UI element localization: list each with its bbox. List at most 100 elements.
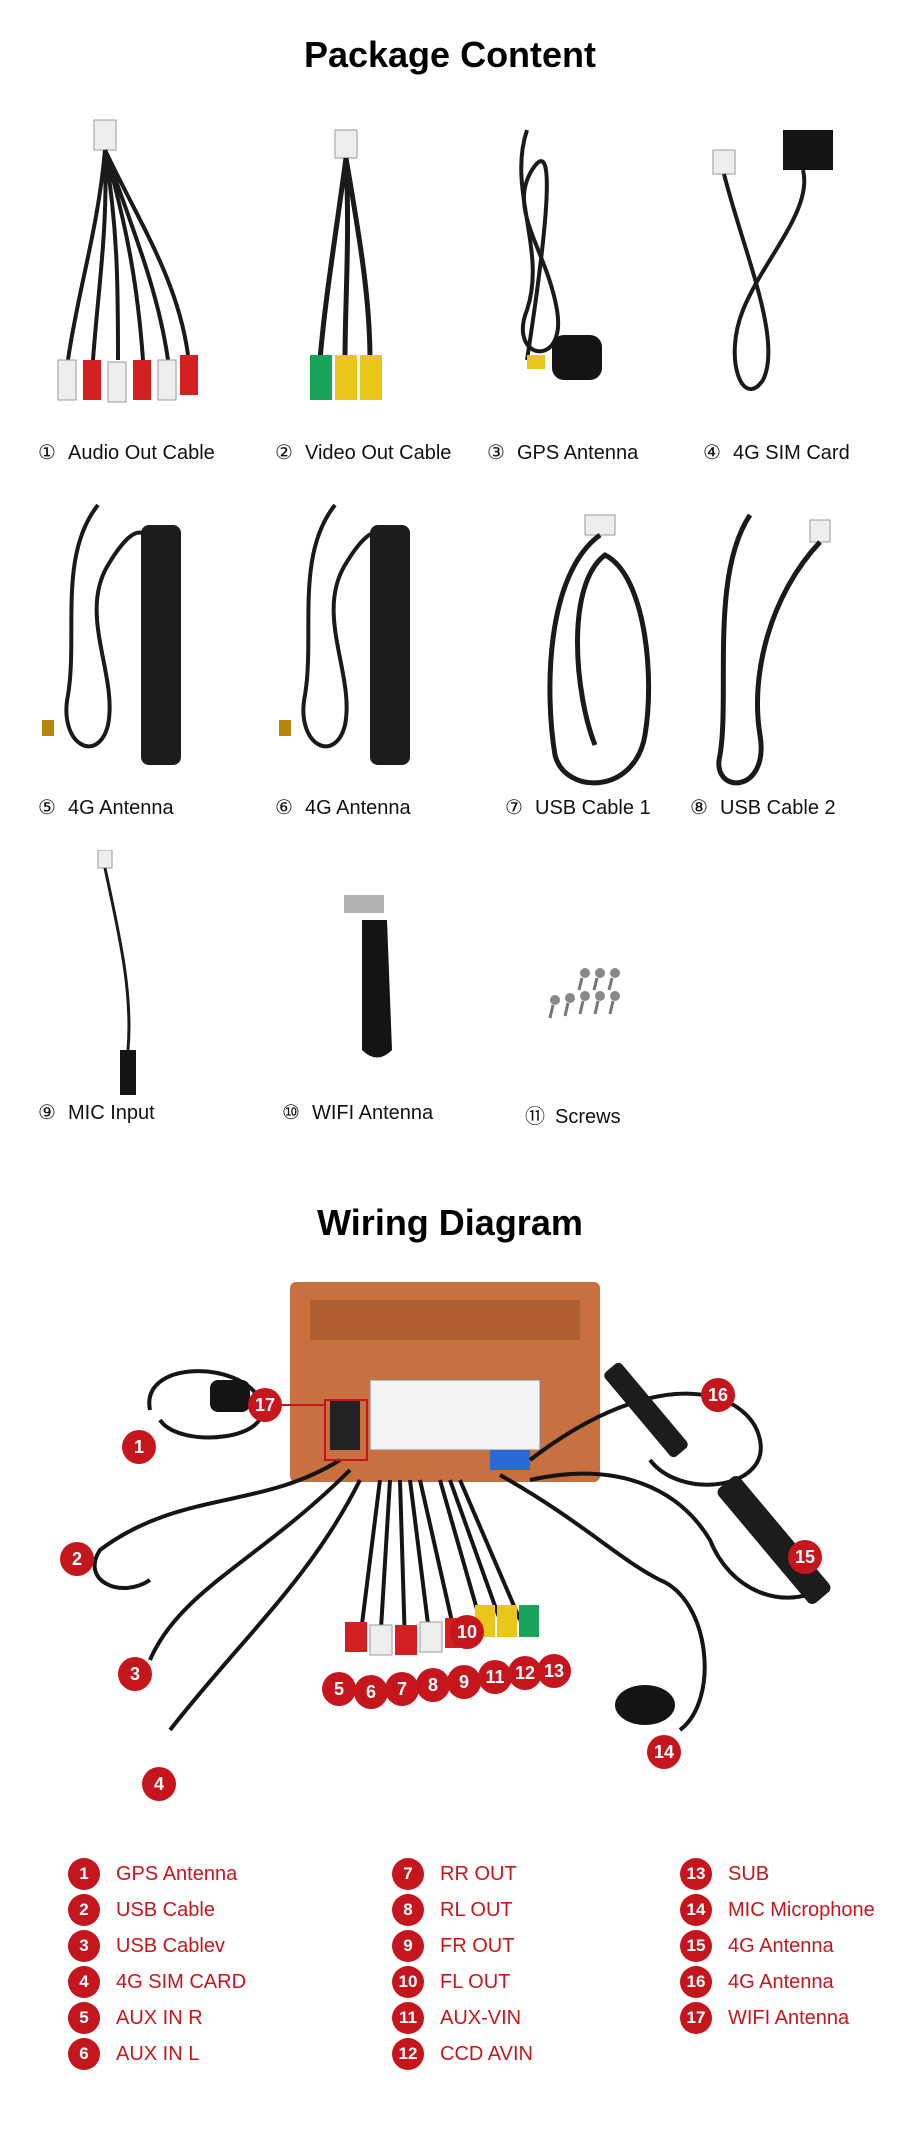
- wiring-diagram-title: Wiring Diagram: [317, 1202, 583, 1243]
- 4g-antenna-image: [42, 503, 181, 765]
- callout-7: 7: [385, 1672, 419, 1706]
- legend-label: FL OUT: [440, 1970, 511, 1993]
- package-item-caption: ⑩ WIFI Antenna: [282, 1100, 433, 1125]
- item-label: Audio Out Cable: [68, 442, 215, 464]
- callout-2: 2: [60, 1542, 94, 1576]
- legend-label: AUX-VIN: [440, 2006, 522, 2029]
- legend-number: 16: [680, 1966, 712, 1998]
- callout-14: 14: [647, 1735, 681, 1769]
- item-number: ④: [703, 442, 721, 464]
- legend-number: 3: [68, 1930, 100, 1962]
- legend-number: 13: [680, 1858, 712, 1890]
- 4g-sim-card-image: [712, 130, 833, 391]
- item-label: 4G Antenna: [68, 797, 174, 819]
- item-label: WIFI Antenna: [312, 1102, 434, 1124]
- callout-3: 3: [118, 1657, 152, 1691]
- video-out-cable-image: [310, 129, 382, 400]
- usb-cable-image: [716, 513, 831, 786]
- legend-label: USB Cable: [116, 1898, 215, 1921]
- legend-label: 4G SIM CARD: [116, 1970, 247, 1993]
- item-number: ⑩: [282, 1102, 300, 1124]
- package-item-caption: ⑨ MIC Input: [38, 1100, 155, 1125]
- legend-number: 17: [680, 2002, 712, 2034]
- package-content-title: Package Content: [303, 34, 597, 75]
- item-label: GPS Antenna: [517, 442, 639, 464]
- item-number: ⑪: [525, 1106, 545, 1128]
- package-item-caption: ⑦ USB Cable 1: [505, 795, 651, 820]
- legend-label: FR OUT: [440, 1934, 515, 1957]
- mic-input-image: [97, 850, 136, 1095]
- package-item-caption: ① Audio Out Cable: [38, 440, 215, 465]
- legend-number: 15: [680, 1930, 712, 1962]
- callout-10: 10: [450, 1615, 484, 1649]
- wiring-diagram-illustration: [92, 1282, 831, 1732]
- item-number: ②: [275, 442, 293, 464]
- legend-label: USB Cablev: [116, 1934, 225, 1957]
- callout-15: 15: [788, 1540, 822, 1574]
- gps-antenna-image: [519, 129, 602, 380]
- legend-item: 7 RR OUT: [392, 1858, 517, 1890]
- legend-label: WIFI Antenna: [728, 2006, 850, 2029]
- legend-label: 4G Antenna: [728, 1970, 834, 1993]
- item-label: 4G SIM Card: [733, 442, 850, 464]
- legend-number: 4: [68, 1966, 100, 1998]
- callout-6: 6: [354, 1675, 388, 1709]
- callout-13: 13: [537, 1654, 571, 1688]
- legend-label: AUX IN L: [116, 2042, 200, 2065]
- callout-8: 8: [416, 1668, 450, 1702]
- item-number: ⑦: [505, 797, 523, 819]
- item-label: MIC Input: [68, 1102, 155, 1124]
- item-number: ⑤: [38, 797, 56, 819]
- item-number: ⑨: [38, 1102, 56, 1124]
- legend-number: 5: [68, 2002, 100, 2034]
- screws-image: [548, 968, 620, 1019]
- item-number: ③: [487, 442, 505, 464]
- legend-item: 9 FR OUT: [392, 1930, 514, 1962]
- item-number: ⑧: [690, 797, 708, 819]
- callout-17: 17: [248, 1388, 282, 1422]
- wiring-diagram: 17 1 2 3 4 5 6 7 8 9 10 11 12 13 14 15 1…: [60, 1260, 840, 1820]
- legend-item: 2 USB Cable: [68, 1894, 215, 1926]
- audio-out-cable-image: [57, 119, 198, 403]
- callout-1: 1: [122, 1430, 156, 1464]
- callout-16: 16: [701, 1378, 735, 1412]
- legend-number: 14: [680, 1894, 712, 1926]
- callout-9: 9: [447, 1665, 481, 1699]
- legend-number: 2: [68, 1894, 100, 1926]
- callout-12: 12: [508, 1656, 542, 1690]
- legend-number: 11: [392, 2002, 424, 2034]
- legend-item: 5 AUX IN R: [68, 2002, 203, 2034]
- callout-4: 4: [142, 1767, 176, 1801]
- legend-label: RR OUT: [440, 1862, 517, 1885]
- legend-label: CCD AVIN: [440, 2042, 533, 2065]
- legend-number: 10: [392, 1966, 424, 1998]
- item-label: USB Cable 1: [535, 797, 651, 819]
- legend-label: AUX IN R: [116, 2006, 203, 2029]
- legend-number: 1: [68, 1858, 100, 1890]
- legend-label: RL OUT: [440, 1898, 513, 1921]
- wifi-antenna-image: [344, 895, 392, 1058]
- legend-label: GPS Antenna: [116, 1862, 238, 1885]
- legend-label: SUB: [728, 1862, 770, 1885]
- legend-item: 16 4G Antenna: [680, 1966, 834, 1998]
- legend-number: 8: [392, 1894, 424, 1926]
- legend-item: 10 FL OUT: [392, 1966, 510, 1998]
- 4g-antenna-image: [279, 503, 410, 765]
- usb-cable-image: [547, 514, 652, 786]
- legend-item: 3 USB Cablev: [68, 1930, 225, 1962]
- legend-item: 1 GPS Antenna: [68, 1858, 237, 1890]
- legend-item: 17 WIFI Antenna: [680, 2002, 849, 2034]
- legend-number: 7: [392, 1858, 424, 1890]
- item-number: ①: [38, 442, 56, 464]
- callout-11: 11: [478, 1660, 512, 1694]
- legend-number: 9: [392, 1930, 424, 1962]
- package-item-caption: ④ 4G SIM Card: [703, 440, 850, 465]
- package-item-caption: ⑤ 4G Antenna: [38, 795, 174, 820]
- legend-number: 6: [68, 2038, 100, 2070]
